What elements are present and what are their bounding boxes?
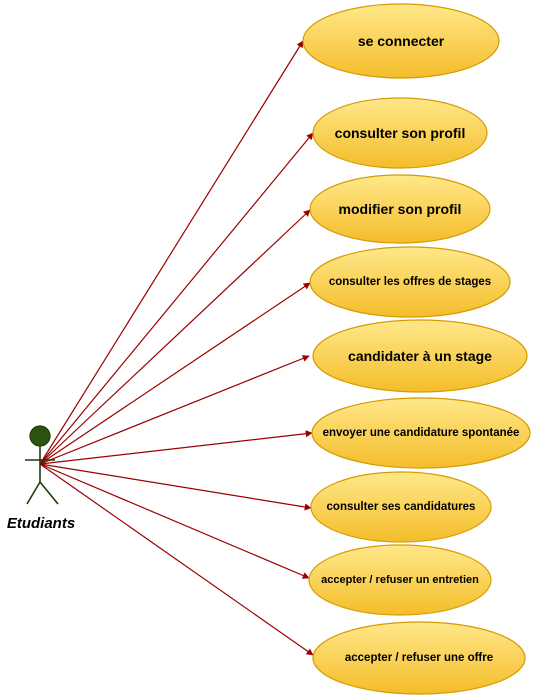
use-case-label: consulter ses candidatures xyxy=(327,501,476,513)
use-case-ellipse xyxy=(309,174,491,244)
use-case-label: accepter / refuser une offre xyxy=(345,652,493,664)
association-candidature-spontanee xyxy=(39,430,313,465)
use-case-label: se connecter xyxy=(358,33,445,49)
use-case-accepter-refuser-une-offre[interactable]: accepter / refuser une offre xyxy=(312,621,526,695)
use-case-label: candidater à un stage xyxy=(348,348,492,364)
association-consulter-candidatures xyxy=(39,463,312,511)
use-case-ellipse xyxy=(312,621,526,695)
use-case-label: modifier son profil xyxy=(339,201,462,217)
use-case-label: consulter les offres de stages xyxy=(329,276,491,288)
association-offre xyxy=(39,463,314,656)
use-case-ellipse xyxy=(308,544,492,616)
use-case-ellipse xyxy=(309,246,511,318)
use-case-label: accepter / refuser un entretien xyxy=(321,574,479,586)
use-cases: se connecter consulter son profil modifi… xyxy=(302,3,531,695)
association-entretien xyxy=(39,463,310,579)
stick-figure-icon xyxy=(25,425,59,505)
use-case-ellipse xyxy=(312,97,488,169)
association-se-connecter xyxy=(39,40,304,465)
association-candidater xyxy=(39,355,310,465)
use-case-candidater-a-un-stage[interactable]: candidater à un stage xyxy=(312,319,528,393)
associations xyxy=(39,40,314,656)
use-case-ellipse xyxy=(311,397,531,469)
association-consulter-son-profil xyxy=(39,132,314,465)
actor-etudiants[interactable]: Etudiants xyxy=(7,425,75,532)
use-case-ellipse xyxy=(302,3,500,79)
actor-label: Etudiants xyxy=(7,515,75,532)
use-case-ellipse xyxy=(312,319,528,393)
use-case-envoyer-une-candidature-spontanee[interactable]: envoyer une candidature spontanée xyxy=(311,397,531,469)
use-case-label: envoyer une candidature spontanée xyxy=(323,427,520,439)
use-case-accepter-refuser-un-entretien[interactable]: accepter / refuser un entretien xyxy=(308,544,492,616)
use-case-label: consulter son profil xyxy=(335,125,466,141)
association-modifier-son-profil xyxy=(39,209,311,465)
use-case-consulter-ses-candidatures[interactable]: consulter ses candidatures xyxy=(310,471,492,543)
use-case-modifier-son-profil[interactable]: modifier son profil xyxy=(309,174,491,244)
use-case-se-connecter[interactable]: se connecter xyxy=(302,3,500,79)
association-consulter-les-offres xyxy=(39,282,311,465)
use-case-ellipse xyxy=(310,471,492,543)
use-case-consulter-son-profil[interactable]: consulter son profil xyxy=(312,97,488,169)
use-case-consulter-les-offres-de-stages[interactable]: consulter les offres de stages xyxy=(309,246,511,318)
